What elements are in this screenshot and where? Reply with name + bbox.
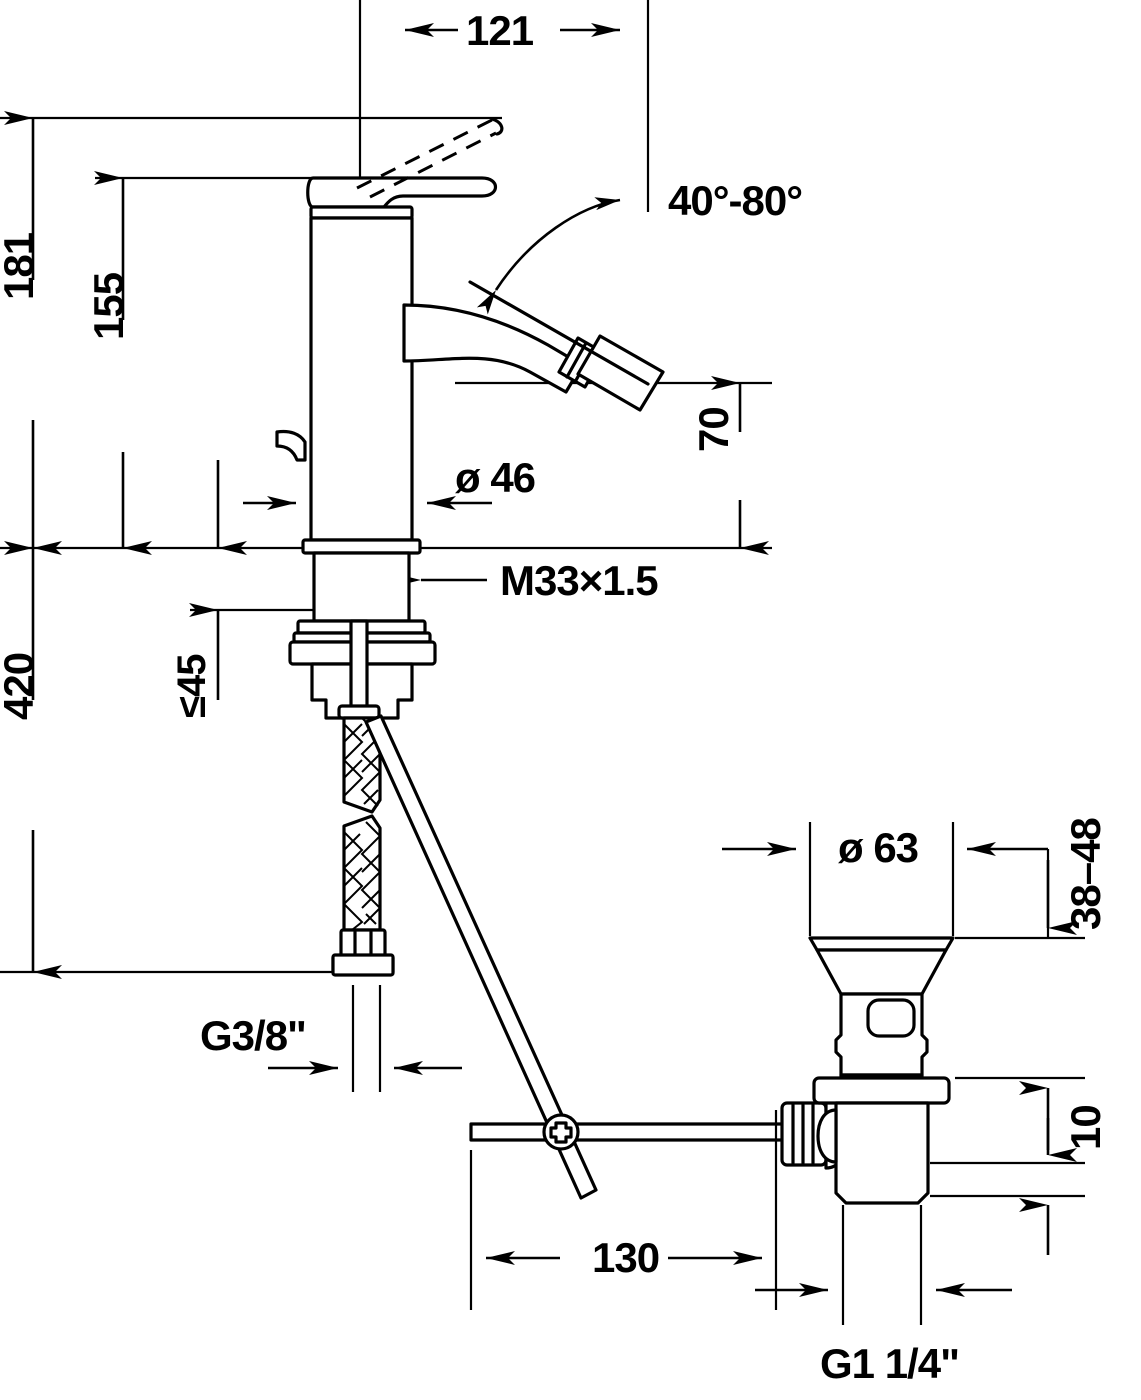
dim-label-spout-height: 155 [85, 272, 132, 340]
faucet-deck-flange [301, 538, 422, 555]
dim-label-rod-length: 130 [592, 1234, 659, 1281]
faucet-body-cylinder [309, 216, 414, 542]
dim-label-spout-reach: 121 [466, 7, 534, 54]
faucet-threaded-shank [312, 551, 411, 623]
drain-flange-rim [808, 936, 955, 952]
dim-hose-length: 420 [0, 541, 62, 979]
faucet-spout-arm [402, 303, 584, 394]
faucet-handle-collar [309, 205, 414, 220]
dim-drain-flange-diameter: ø 63 [722, 822, 1048, 936]
dim-swivel-angle: 40°-80° [476, 177, 803, 315]
dim-label-swivel-angle: 40°-80° [668, 177, 802, 224]
faucet-side-tab [275, 429, 307, 462]
supply-hex-nut-body [331, 953, 395, 977]
dim-spout-height: 155 [85, 171, 152, 555]
flex-hose-lower-braid [343, 821, 382, 931]
faucet-assembly [275, 117, 665, 977]
mounting-stud [349, 619, 369, 718]
popup-lift-rod [364, 714, 598, 1200]
aerator-knurl-line-1 [565, 341, 588, 379]
dim-mounting-thread: M33×1.5 [392, 557, 659, 604]
drain-seal-flange [812, 1076, 951, 1105]
dim-label-overall-height: 181 [0, 232, 42, 300]
popup-waste-body [808, 936, 955, 1205]
dim-drain-adjust-range: 38–48 [955, 818, 1109, 1150]
faucet-lever-handle [306, 176, 498, 209]
dim-label-body-diameter: ø 46 [455, 454, 535, 501]
dim-label-hose-length: 420 [0, 653, 42, 720]
dim-label-drain-adjust-range: 38–48 [1062, 818, 1109, 930]
popup-waste-linkage [364, 714, 847, 1200]
dim-label-drain-thread-height: 10 [1062, 1105, 1109, 1150]
dim-spout-outlet-height: 70 [690, 376, 769, 555]
dim-label-drain-flange-diameter: ø 63 [838, 824, 918, 871]
dim-label-spout-outlet-height: 70 [690, 407, 737, 452]
drain-flange-cone [815, 948, 948, 996]
faucet-lever-handle-raised-ghost-2 [369, 131, 497, 199]
drain-overflow-slot [866, 998, 916, 1038]
dim-supply-thread: G3/8" [200, 985, 462, 1092]
spout-swivel-axis-line [468, 280, 650, 386]
popup-pivot-screw-cross [549, 1121, 573, 1144]
drain-rod-boss [816, 1108, 838, 1164]
dim-max-deck-thickness: ≤45 [170, 460, 247, 718]
dim-label-supply-thread: G3/8" [200, 1012, 306, 1059]
drain-outlet-body [834, 1101, 930, 1205]
mounting-stud-collar [337, 704, 381, 720]
dim-label-max-deck-thickness: ≤45 [170, 654, 214, 718]
dim-drain-outlet-thread: G1 1/4" [755, 1205, 1012, 1387]
popup-cross-arm [469, 1122, 797, 1142]
dim-rod-length: 130 [469, 1110, 778, 1310]
faucet-lever-ghost-tip [490, 117, 504, 136]
dim-label-mounting-thread: M33×1.5 [500, 557, 658, 604]
dim-drain-thread-height: 10 [930, 1105, 1109, 1255]
dim-label-drain-outlet-thread: G1 1/4" [820, 1340, 959, 1387]
dim-overall-height: 181 [0, 111, 62, 555]
